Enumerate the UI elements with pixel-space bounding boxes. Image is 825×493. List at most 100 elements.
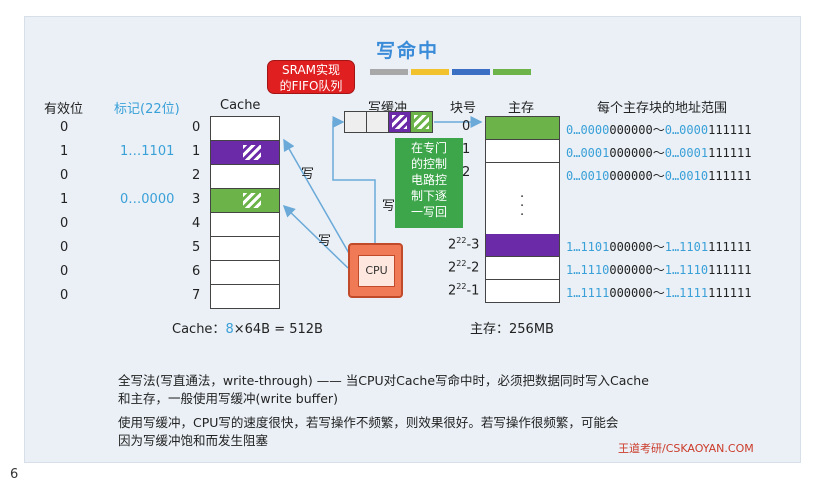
address-addr-to-b-2: 111111 <box>708 169 752 183</box>
address-addr-from-a-1: 0…0001 <box>566 146 610 160</box>
block-number-0: 0 <box>462 119 471 134</box>
note-line-3: 电路控 <box>410 173 447 187</box>
address-addr-to-b-1: 111111 <box>708 146 752 160</box>
memory-block-0 <box>485 116 560 140</box>
valid-bit-2: 0 <box>60 168 69 183</box>
cache-line-index-0: 0 <box>192 120 201 135</box>
block-number-3: 222-3 <box>448 236 479 252</box>
write-buffer-slot-3 <box>388 111 411 133</box>
cache-line-index-4: 4 <box>192 216 201 231</box>
address-addr-to-a-4: 1…1110 <box>664 263 709 277</box>
address-range-sep-4: ～ <box>652 263 665 277</box>
main-memory-header: 主存 <box>508 101 535 116</box>
block-number-1: 1 <box>462 142 471 157</box>
write-buffer-paragraph: 使用写缓冲，CPU写的速度很快，若写操作不频繁，则效果很好。若写操作很频繁，可能… <box>118 414 618 450</box>
slide <box>24 16 801 463</box>
color-bar-green <box>493 69 531 75</box>
block-base-3: 2 <box>448 237 457 253</box>
sram-fifo-callout: SRAM实现 的FIFO队列 <box>267 60 355 94</box>
valid-bit-7: 0 <box>60 288 69 303</box>
cache-caption-suffix: ×64B = 512B <box>233 322 323 337</box>
cache-line-3-hatch <box>243 193 261 208</box>
write-label-bottom: 写 <box>318 234 332 249</box>
address-addr-to-b-4: 111111 <box>708 263 752 277</box>
sram-callout-line2: 的FIFO队列 <box>279 79 343 93</box>
address-range-0: 0…0000000000～0…0000111111 <box>566 121 751 138</box>
cache-caption-lines: 8 <box>225 322 234 337</box>
note-line-2: 的控制 <box>410 157 447 171</box>
color-bar-gray <box>370 69 408 75</box>
note-line-1: 在专门 <box>410 141 447 155</box>
address-range-header: 每个主存块的地址范围 <box>597 101 728 116</box>
write-back-note: 在专门 的控制 电路控 制下逐 一写回 <box>395 138 463 228</box>
address-addr-from-b-0: 000000 <box>609 123 653 137</box>
ellipsis-dot-0: · <box>520 190 525 205</box>
block-number-header: 块号 <box>450 101 477 116</box>
tag-header: 标记(22位) <box>114 102 180 117</box>
address-addr-from-b-4: 000000 <box>609 263 653 277</box>
block-number-2: 2 <box>462 165 471 180</box>
cache-line-1-hatch <box>243 145 261 160</box>
block-base-5: 2 <box>448 283 457 299</box>
cache-line-index-3: 3 <box>192 192 201 207</box>
address-addr-to-b-0: 111111 <box>708 123 752 137</box>
address-addr-from-b-2: 000000 <box>609 169 653 183</box>
address-addr-to-a-0: 0…0000 <box>664 123 709 137</box>
cache-line-index-5: 5 <box>192 240 201 255</box>
address-addr-to-b-5: 111111 <box>708 286 752 300</box>
address-range-sep-1: ～ <box>652 146 665 160</box>
address-addr-from-a-0: 0…0000 <box>566 123 610 137</box>
note-line-4: 制下逐 <box>410 189 447 203</box>
valid-bit-6: 0 <box>60 264 69 279</box>
ellipsis-dot-1: · <box>520 199 525 214</box>
memory-block-2 <box>485 162 560 186</box>
address-range-sep-3: ～ <box>652 240 665 254</box>
valid-bit-3: 1 <box>60 192 69 207</box>
paragraph-2-line-2: 因为写缓冲饱和而发生阻塞 <box>118 433 269 448</box>
block-suffix-5: -1 <box>466 283 480 299</box>
page-number: 6 <box>10 467 19 482</box>
arrow-cpu-to-cache-row3 <box>282 204 349 269</box>
color-bar-blue <box>452 69 490 75</box>
block-exp-3: 22 <box>456 236 467 245</box>
note-line-5: 一写回 <box>410 205 447 219</box>
address-addr-from-a-3: 1…1101 <box>566 240 610 254</box>
valid-bit-4: 0 <box>60 216 69 231</box>
address-addr-from-a-5: 1…1111 <box>566 286 610 300</box>
address-range-4: 1…1110000000～1…1110111111 <box>566 261 751 278</box>
paragraph-1-line-2: 和主存，一般使用写缓冲(write buffer) <box>118 391 338 406</box>
address-addr-to-a-2: 0…0010 <box>664 169 709 183</box>
memory-block-1 <box>485 139 560 163</box>
cpu-label: CPU <box>358 255 395 287</box>
address-addr-from-b-5: 000000 <box>609 286 653 300</box>
valid-bit-5: 0 <box>60 240 69 255</box>
block-number-5: 222-1 <box>448 282 479 298</box>
write-buffer-slot-4-hatch <box>414 115 429 129</box>
valid-bit-0: 0 <box>60 120 69 135</box>
address-range-1: 0…0001000000～0…0001111111 <box>566 144 751 161</box>
address-addr-from-b-3: 000000 <box>609 240 653 254</box>
memory-ellipsis-region <box>485 185 560 234</box>
sram-callout-line1: SRAM实现 <box>281 63 341 77</box>
address-addr-to-a-3: 1…1101 <box>664 240 709 254</box>
cache-caption-prefix: Cache： <box>172 322 226 337</box>
cache-line-index-7: 7 <box>192 288 201 303</box>
address-range-sep-0: ～ <box>652 123 665 137</box>
block-suffix-4: -2 <box>466 260 480 276</box>
paragraph-2-line-1: 使用写缓冲，CPU写的速度很快，若写操作不频繁，则效果很好。若写操作很频繁，可能… <box>118 415 619 430</box>
slide-title: 写命中 <box>376 40 440 62</box>
arrow-cpu-to-cache-row1 <box>283 138 351 256</box>
write-buffer-slot-3-hatch <box>392 115 407 129</box>
address-addr-to-b-3: 111111 <box>708 240 752 254</box>
cskaoyan-watermark: 王道考研/CSKAOYAN.COM <box>618 442 754 455</box>
ellipsis-dot-2: · <box>520 208 525 223</box>
cache-line-index-6: 6 <box>192 264 201 279</box>
memory-block-3 <box>485 233 560 257</box>
block-number-4: 222-2 <box>448 259 479 275</box>
write-label-middle: 写 <box>382 199 396 214</box>
block-suffix-3: -3 <box>466 237 480 253</box>
color-bar-yellow <box>411 69 449 75</box>
memory-block-5 <box>485 279 560 303</box>
address-range-3: 1…1101000000～1…1101111111 <box>566 238 751 255</box>
